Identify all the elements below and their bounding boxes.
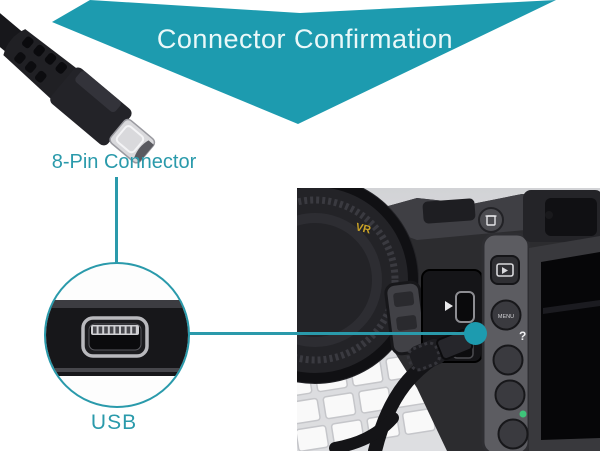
port-marker-triangle <box>445 301 453 311</box>
device-edge-highlight <box>46 300 188 308</box>
callout-line-vertical <box>115 177 118 263</box>
device-edge-bottom <box>46 368 188 372</box>
play-button <box>490 255 520 285</box>
play-icon <box>502 267 508 274</box>
port-door-flap <box>384 280 428 356</box>
camera-photo: VR <box>297 188 600 451</box>
green-indicator-dot <box>519 410 527 418</box>
usb-port-magnifier-circle <box>44 262 190 408</box>
cable-connector-image <box>0 0 156 164</box>
delete-button <box>478 207 504 233</box>
connector-body-step <box>75 71 121 113</box>
camera-usb-port <box>455 291 475 323</box>
help-mark: ? <box>519 329 526 343</box>
callout-endpoint-dot <box>464 322 487 345</box>
top-dial-detail <box>545 211 553 219</box>
info-button <box>497 418 529 450</box>
metal-tip-face <box>134 140 154 162</box>
vr-label: VR <box>354 221 372 236</box>
viewfinder-rubber <box>545 198 597 236</box>
zoom-in-button <box>492 344 524 376</box>
menu-button-label: MENU <box>498 314 514 320</box>
strain-relief <box>3 29 77 100</box>
plugged-cable <box>329 328 474 451</box>
banner-ribbon-shape <box>52 0 556 124</box>
lcd-screen <box>529 236 600 451</box>
metal-tip-highlight <box>115 125 145 154</box>
usb-port-closeup <box>46 300 188 376</box>
hotshoe-area <box>422 198 476 224</box>
usb-label: USB <box>90 411 138 434</box>
zoom-out-button <box>494 379 526 411</box>
button-strip: MENU ? <box>481 232 531 451</box>
strain-relief-ribs <box>14 36 68 83</box>
menu-button: MENU <box>490 299 522 331</box>
usb-port-pins <box>91 325 139 335</box>
eight-pin-connector-label: 8-Pin Connector <box>51 151 197 173</box>
lens-barrel: VR <box>297 188 419 384</box>
banner-title: Connector Confirmation <box>156 24 454 54</box>
connector-body <box>50 67 132 146</box>
camera-photo-art: VR <box>297 188 600 451</box>
callout-line-horizontal <box>189 332 476 335</box>
banner-ribbon <box>52 0 556 124</box>
